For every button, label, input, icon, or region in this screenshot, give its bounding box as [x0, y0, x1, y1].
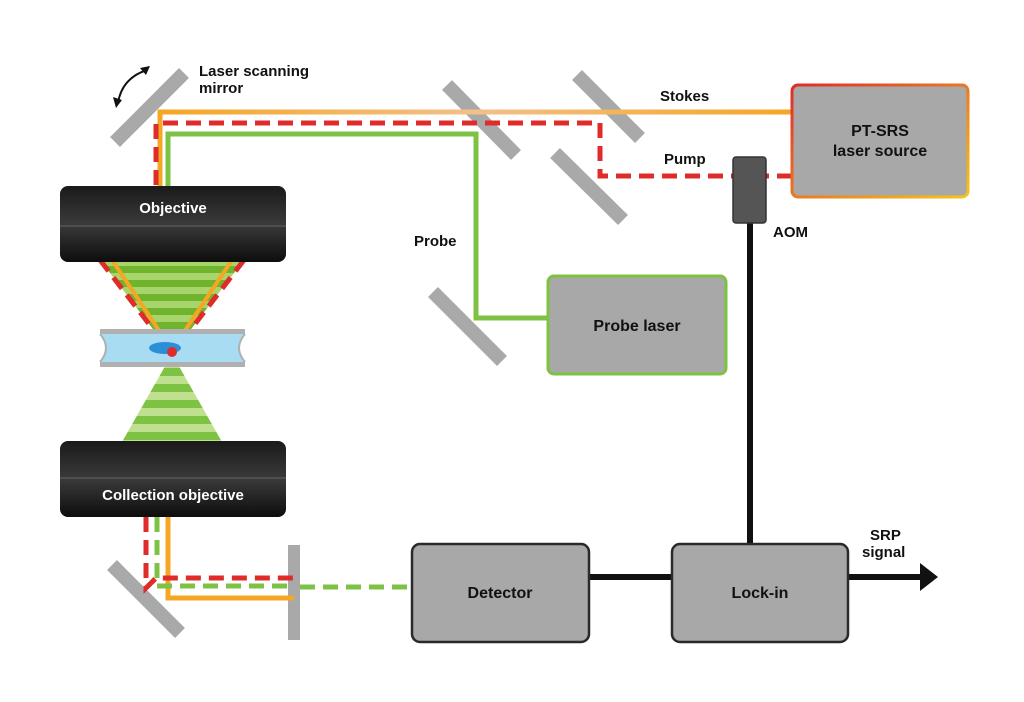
stokes-beam	[157, 109, 792, 190]
pt-srs-label-line2: laser source	[833, 143, 927, 160]
probe-laser-label: Probe laser	[593, 318, 680, 335]
pump-label: Pump	[664, 151, 706, 168]
output-arrow-icon	[920, 563, 938, 591]
lock-in: Lock-in	[670, 542, 850, 644]
laser-scanning-mirror-label-line1: Laser scanning	[199, 63, 309, 80]
srp-signal-label-line1: SRP	[870, 527, 901, 544]
stokes-label: Stokes	[660, 88, 709, 105]
probe-laser: Probe laser	[546, 274, 728, 376]
focal-spot	[167, 347, 177, 357]
laser-scanning-mirror	[110, 68, 189, 147]
objective-label: Objective	[139, 200, 207, 217]
collected-pump-beam	[143, 517, 294, 595]
collected-stokes-beam	[165, 517, 294, 601]
probe-beam	[165, 131, 548, 321]
laser-scanning-mirror-label-line2: mirror	[199, 80, 243, 97]
collection-objective-label: Collection objective	[102, 487, 244, 504]
upper-focus-cone	[100, 260, 244, 354]
collection-objective: Collection objective	[60, 441, 286, 517]
probe-mirror	[428, 287, 507, 366]
pump-mirror	[550, 148, 628, 225]
probe-combiner-mirror	[442, 80, 521, 160]
lower-collection-cone	[122, 354, 222, 442]
chamber-left-edge	[99, 333, 107, 363]
collected-probe-beam	[154, 517, 294, 589]
srp-signal-label-line2: signal	[862, 544, 905, 561]
lock-in-label: Lock-in	[732, 585, 789, 602]
detector: Detector	[410, 542, 591, 644]
coverslip-bottom	[100, 362, 245, 367]
rotation-arrow-icon	[117, 69, 148, 104]
rotation-arrow-head-bottom	[113, 97, 122, 108]
rotation-arrow-head-top	[140, 66, 150, 75]
pump-beam	[153, 120, 792, 190]
detector-label: Detector	[468, 585, 533, 602]
probe-label: Probe	[414, 233, 457, 250]
stokes-mirror	[572, 70, 645, 143]
aom-label: AOM	[773, 224, 808, 241]
pt-srs-laser-source: PT-SRS laser source	[790, 83, 970, 199]
chamber-right-edge	[238, 333, 246, 363]
coverslip-top	[100, 329, 245, 334]
aom	[732, 156, 767, 224]
collection-mirror	[107, 560, 185, 638]
objective: Objective	[60, 186, 286, 262]
pt-srs-label-line1: PT-SRS	[851, 123, 909, 140]
